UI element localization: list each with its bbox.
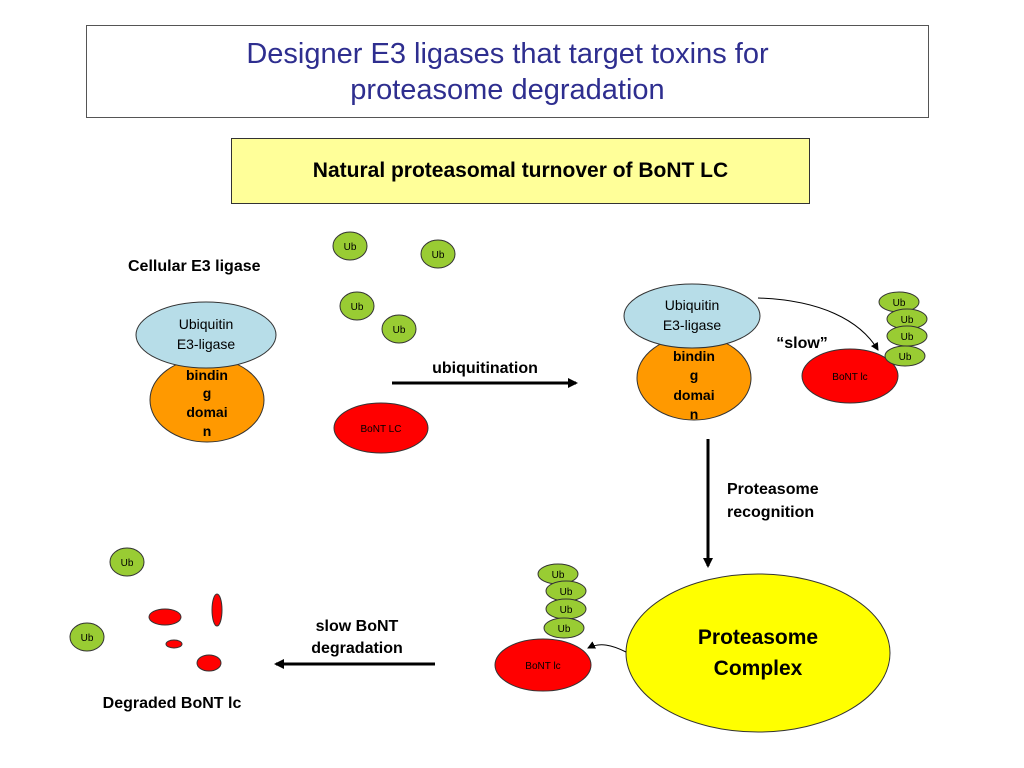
svg-text:BoNT LC: BoNT LC xyxy=(361,424,402,435)
bont-lc-tagged-top: BoNT lc xyxy=(801,348,899,404)
bont-fragment-4 xyxy=(196,654,222,672)
degradation-label-2: degradation xyxy=(311,640,403,657)
ub-chain-bottom-2: Ub xyxy=(545,580,587,602)
svg-text:Ub: Ub xyxy=(351,302,364,313)
svg-text:Ub: Ub xyxy=(552,570,565,581)
svg-text:BoNT lc: BoNT lc xyxy=(832,372,867,383)
svg-text:Ub: Ub xyxy=(432,250,445,261)
page-title: Designer E3 ligases that target toxins f… xyxy=(188,36,828,108)
ub-degraded-2: Ub xyxy=(69,622,105,652)
ubiquitination-label: ubiquitination xyxy=(432,360,538,377)
bont-lc-free: BoNT LC xyxy=(333,402,429,454)
binding-left-line4: n xyxy=(203,423,212,439)
svg-text:Ub: Ub xyxy=(558,624,571,635)
ligase-left: Ubiquitin E3-ligase bindin g domai n xyxy=(135,301,277,443)
slow-arrow xyxy=(757,297,879,351)
recognition-label-2: recognition xyxy=(727,504,814,521)
title-box: Designer E3 ligases that target toxins f… xyxy=(86,25,929,118)
svg-text:Ub: Ub xyxy=(560,587,573,598)
slow-label: “slow” xyxy=(776,335,828,352)
ubiquitin-e3-ligase-right xyxy=(623,283,761,349)
cellular-e3-label: Cellular E3 ligase xyxy=(128,258,261,275)
subtitle: Natural proteasomal turnover of BoNT LC xyxy=(312,159,729,182)
ligase-right-line2: E3-ligase xyxy=(663,317,722,333)
ligase-left-line1: Ubiquitin xyxy=(179,316,233,332)
degraded-label: Degraded BoNT lc xyxy=(103,695,242,712)
binding-left-line1: bindin xyxy=(186,367,228,383)
ub-free-2: Ub xyxy=(420,239,456,269)
svg-text:BoNT lc: BoNT lc xyxy=(525,661,560,672)
ubiquitin-e3-ligase-left xyxy=(135,301,277,369)
svg-text:Ub: Ub xyxy=(901,315,914,326)
title-line-1: Designer E3 ligases that target toxins f… xyxy=(246,37,769,70)
ub-free-3: Ub xyxy=(339,291,375,321)
binding-right-line3: domai xyxy=(673,387,714,403)
ub-chain-bottom: Ub Ub Ub Ub xyxy=(537,563,587,639)
proteasome-line2: Complex xyxy=(714,657,803,680)
svg-text:Ub: Ub xyxy=(121,558,134,569)
binding-right-line1: bindin xyxy=(673,348,715,364)
ub-chain-bottom-4: Ub xyxy=(543,617,585,639)
bont-lc-tagged-bottom: BoNT lc xyxy=(494,638,592,692)
proteasome-complex: Proteasome Complex xyxy=(625,573,891,733)
ub-free-4: Ub xyxy=(381,314,417,344)
binding-right-line2: g xyxy=(690,367,699,383)
svg-text:Ub: Ub xyxy=(393,325,406,336)
bont-fragment-1 xyxy=(148,608,182,626)
binding-left-line3: domai xyxy=(186,404,227,420)
binding-right-line4: n xyxy=(690,406,699,422)
ligase-right-line1: Ubiquitin xyxy=(665,297,719,313)
proteasome-binding-arrow xyxy=(587,641,627,653)
svg-text:Ub: Ub xyxy=(899,352,912,363)
bont-fragment-3 xyxy=(165,639,183,649)
bont-fragment-2 xyxy=(211,593,223,627)
recognition-label-1: Proteasome xyxy=(727,481,819,498)
binding-left-line2: g xyxy=(203,385,212,401)
title-line-2: proteasome degradation xyxy=(350,73,665,106)
ub-chain-top-2: Ub xyxy=(886,308,928,330)
ub-chain-bottom-3: Ub xyxy=(545,598,587,620)
proteasome-line1: Proteasome xyxy=(698,626,818,649)
ub-chain-top-3: Ub xyxy=(886,325,928,347)
ub-chain-top-4: Ub xyxy=(884,345,926,367)
ligase-left-line2: E3-ligase xyxy=(177,336,236,352)
ub-chain-top: Ub Ub Ub Ub xyxy=(878,291,928,367)
ub-degraded-1: Ub xyxy=(109,547,145,577)
subtitle-box: Natural proteasomal turnover of BoNT LC xyxy=(231,138,810,204)
svg-text:Ub: Ub xyxy=(560,605,573,616)
svg-text:Ub: Ub xyxy=(893,298,906,309)
svg-text:Ub: Ub xyxy=(901,332,914,343)
svg-text:Ub: Ub xyxy=(344,242,357,253)
degradation-label-1: slow BoNT xyxy=(316,618,399,635)
ub-free-1: Ub xyxy=(332,231,368,261)
ligase-right: Ubiquitin E3-ligase bindin g domai n xyxy=(623,283,761,422)
svg-text:Ub: Ub xyxy=(81,633,94,644)
